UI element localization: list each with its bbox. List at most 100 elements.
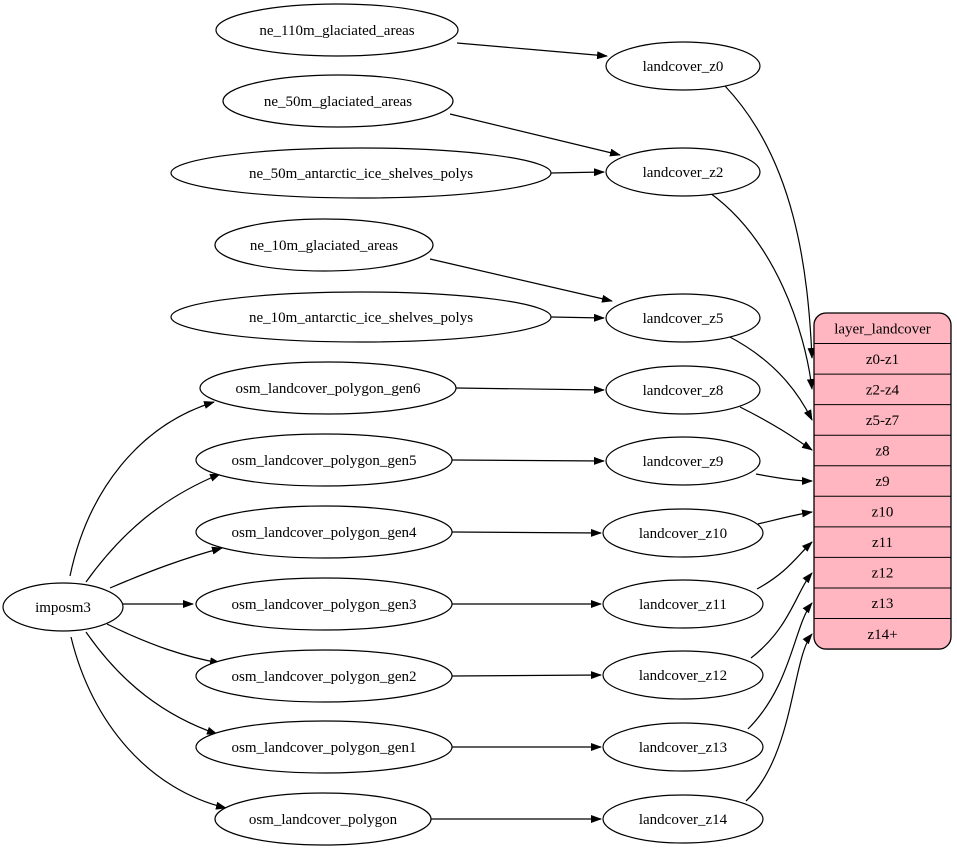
edge-landcover_z14-to-row_z14+ — [745, 633, 813, 802]
node-label-ne_10m_antarctic_ice_shelves_polys: ne_10m_antarctic_ice_shelves_polys — [249, 310, 473, 326]
edge-osm_landcover_polygon_gen4-to-landcover_z10 — [451, 528, 602, 537]
edge-imposm3-to-osm_landcover_polygon_gen2 — [106, 623, 221, 666]
table-row-z0-z1: z0-z1 — [866, 352, 899, 368]
edge-landcover_z0-to-row_z0-z1 — [724, 85, 816, 359]
node-ellipse-osm_landcover_polygon_gen5 — [195, 433, 453, 487]
edge-imposm3-to-osm_landcover_polygon_gen1 — [85, 631, 218, 735]
edge-ne_50m_glaciated_areas-to-landcover_z2 — [449, 113, 621, 157]
node-ne_50m_glaciated_areas: ne_50m_glaciated_areas — [222, 74, 454, 128]
table-row-z8: z8 — [875, 443, 889, 459]
node-ellipse-osm_landcover_polygon_gen2 — [195, 649, 453, 703]
node-label-osm_landcover_polygon_gen6: osm_landcover_polygon_gen6 — [236, 381, 421, 397]
edge-ne_10m_glaciated_areas-to-landcover_z5 — [429, 258, 613, 303]
node-landcover_z9: landcover_z9 — [605, 436, 761, 486]
node-ne_10m_antarctic_ice_shelves_polys: ne_10m_antarctic_ice_shelves_polys — [170, 291, 552, 343]
node-label-landcover_z13: landcover_z13 — [639, 740, 727, 756]
node-landcover_z12: landcover_z12 — [602, 650, 764, 700]
node-ne_110m_glaciated_areas: ne_110m_glaciated_areas — [215, 3, 459, 57]
edge-landcover_z13-to-row_z13 — [747, 602, 813, 730]
node-ellipse-ne_50m_antarctic_ice_shelves_polys — [170, 147, 552, 199]
edge-imposm3-to-osm_landcover_polygon_gen4 — [109, 546, 223, 589]
node-landcover_z11: landcover_z11 — [602, 579, 764, 629]
node-ellipse-landcover_z12 — [602, 650, 764, 700]
node-ellipse-landcover_z10 — [602, 508, 764, 558]
node-label-landcover_z10: landcover_z10 — [639, 526, 727, 542]
node-ellipse-osm_landcover_polygon_gen1 — [195, 720, 453, 774]
node-landcover_z14: landcover_z14 — [602, 794, 764, 844]
node-landcover_z0: landcover_z0 — [605, 41, 761, 91]
edge-landcover_z2-to-row_z2-z4 — [709, 192, 815, 390]
table-row-z9: z9 — [875, 474, 889, 490]
node-ellipse-landcover_z2 — [605, 147, 761, 197]
node-landcover_z2: landcover_z2 — [605, 147, 761, 197]
edge-ne_50m_antarctic_ice_shelves_polys-to-landcover_z2 — [550, 168, 605, 177]
table-layer-landcover: layer_landcover z0-z1 z2-z4 z5-z7 z8 z9 z10 z11… — [813, 312, 952, 650]
node-label-osm_landcover_polygon_gen3: osm_landcover_polygon_gen3 — [232, 597, 417, 613]
node-ne_10m_glaciated_areas: ne_10m_glaciated_areas — [214, 218, 434, 272]
table-row-z5-z7: z5-z7 — [866, 413, 900, 429]
node-imposm3: imposm3 — [2, 582, 124, 632]
node-osm_landcover_polygon_gen2: osm_landcover_polygon_gen2 — [195, 649, 453, 703]
node-ellipse-osm_landcover_polygon_gen3 — [195, 577, 453, 631]
node-ellipse-osm_landcover_polygon_gen6 — [199, 361, 457, 415]
node-label-landcover_z2: landcover_z2 — [643, 165, 724, 181]
edge-osm_landcover_polygon_gen2-to-landcover_z12 — [451, 671, 602, 680]
node-ellipse-landcover_z5 — [605, 293, 761, 343]
node-landcover_z13: landcover_z13 — [602, 722, 764, 772]
node-ellipse-landcover_z9 — [605, 436, 761, 486]
node-osm_landcover_polygon_gen1: osm_landcover_polygon_gen1 — [195, 720, 453, 774]
node-label-osm_landcover_polygon_gen1: osm_landcover_polygon_gen1 — [232, 740, 417, 756]
table-row-z12: z12 — [872, 566, 894, 582]
node-osm_landcover_polygon_gen4: osm_landcover_polygon_gen4 — [195, 505, 453, 559]
table-row-z10: z10 — [872, 505, 894, 521]
node-label-ne_50m_antarctic_ice_shelves_polys: ne_50m_antarctic_ice_shelves_polys — [249, 166, 473, 182]
node-label-imposm3: imposm3 — [35, 600, 91, 616]
node-ellipse-ne_10m_antarctic_ice_shelves_polys — [170, 291, 552, 343]
node-label-landcover_z11: landcover_z11 — [639, 597, 727, 613]
node-ellipse-ne_110m_glaciated_areas — [215, 3, 459, 57]
node-ellipse-landcover_z11 — [602, 579, 764, 629]
node-label-landcover_z0: landcover_z0 — [643, 59, 724, 75]
node-label-osm_landcover_polygon_gen5: osm_landcover_polygon_gen5 — [232, 453, 417, 469]
node-ellipse-landcover_z14 — [602, 794, 764, 844]
table-row-z14+: z14+ — [867, 627, 897, 643]
table-row-z13: z13 — [872, 596, 894, 612]
node-osm_landcover_polygon: osm_landcover_polygon — [214, 792, 432, 846]
node-landcover_z10: landcover_z10 — [602, 508, 764, 558]
edge-imposm3-to-osm_landcover_polygon_gen5 — [85, 473, 221, 583]
node-ellipse-osm_landcover_polygon — [214, 792, 432, 846]
node-ellipse-landcover_z13 — [602, 722, 764, 772]
edge-ne_110m_glaciated_areas-to-landcover_z0 — [456, 42, 608, 60]
table-row-z11: z11 — [872, 535, 893, 551]
edge-ne_10m_antarctic_ice_shelves_polys-to-landcover_z5 — [550, 313, 605, 322]
node-label-landcover_z14: landcover_z14 — [639, 812, 728, 828]
node-label-ne_10m_glaciated_areas: ne_10m_glaciated_areas — [250, 238, 398, 254]
edge-landcover_z11-to-row_z11 — [756, 541, 813, 590]
edge-landcover_z10-to-row_z10 — [757, 509, 813, 525]
node-label-ne_50m_glaciated_areas: ne_50m_glaciated_areas — [264, 94, 412, 110]
node-label-osm_landcover_polygon: osm_landcover_polygon — [249, 812, 398, 828]
edge-landcover_z5-to-row_z5-z7 — [727, 335, 813, 421]
node-ellipse-imposm3 — [2, 582, 124, 632]
node-label-landcover_z5: landcover_z5 — [643, 311, 724, 327]
edge-osm_landcover_polygon_gen6-to-landcover_z8 — [455, 385, 605, 394]
node-ellipse-landcover_z0 — [605, 41, 761, 91]
node-label-ne_110m_glaciated_areas: ne_110m_glaciated_areas — [259, 23, 414, 39]
node-landcover_z8: landcover_z8 — [605, 365, 761, 415]
node-osm_landcover_polygon_gen6: osm_landcover_polygon_gen6 — [199, 361, 457, 415]
node-ellipse-osm_landcover_polygon_gen4 — [195, 505, 453, 559]
node-label-osm_landcover_polygon_gen2: osm_landcover_polygon_gen2 — [232, 669, 417, 685]
node-label-landcover_z12: landcover_z12 — [639, 668, 727, 684]
table-row-z2-z4: z2-z4 — [866, 382, 900, 398]
table-outline — [813, 312, 952, 650]
table-title: layer_landcover — [834, 321, 931, 337]
edge-imposm3-to-osm_landcover_polygon_gen6 — [69, 401, 215, 577]
edge-imposm3-to-osm_landcover_polygon — [70, 636, 227, 810]
edge-landcover_z9-to-row_z9 — [755, 473, 813, 485]
node-ne_50m_antarctic_ice_shelves_polys: ne_50m_antarctic_ice_shelves_polys — [170, 147, 552, 199]
node-ellipse-ne_50m_glaciated_areas — [222, 74, 454, 128]
node-label-osm_landcover_polygon_gen4: osm_landcover_polygon_gen4 — [232, 525, 417, 541]
node-landcover_z5: landcover_z5 — [605, 293, 761, 343]
